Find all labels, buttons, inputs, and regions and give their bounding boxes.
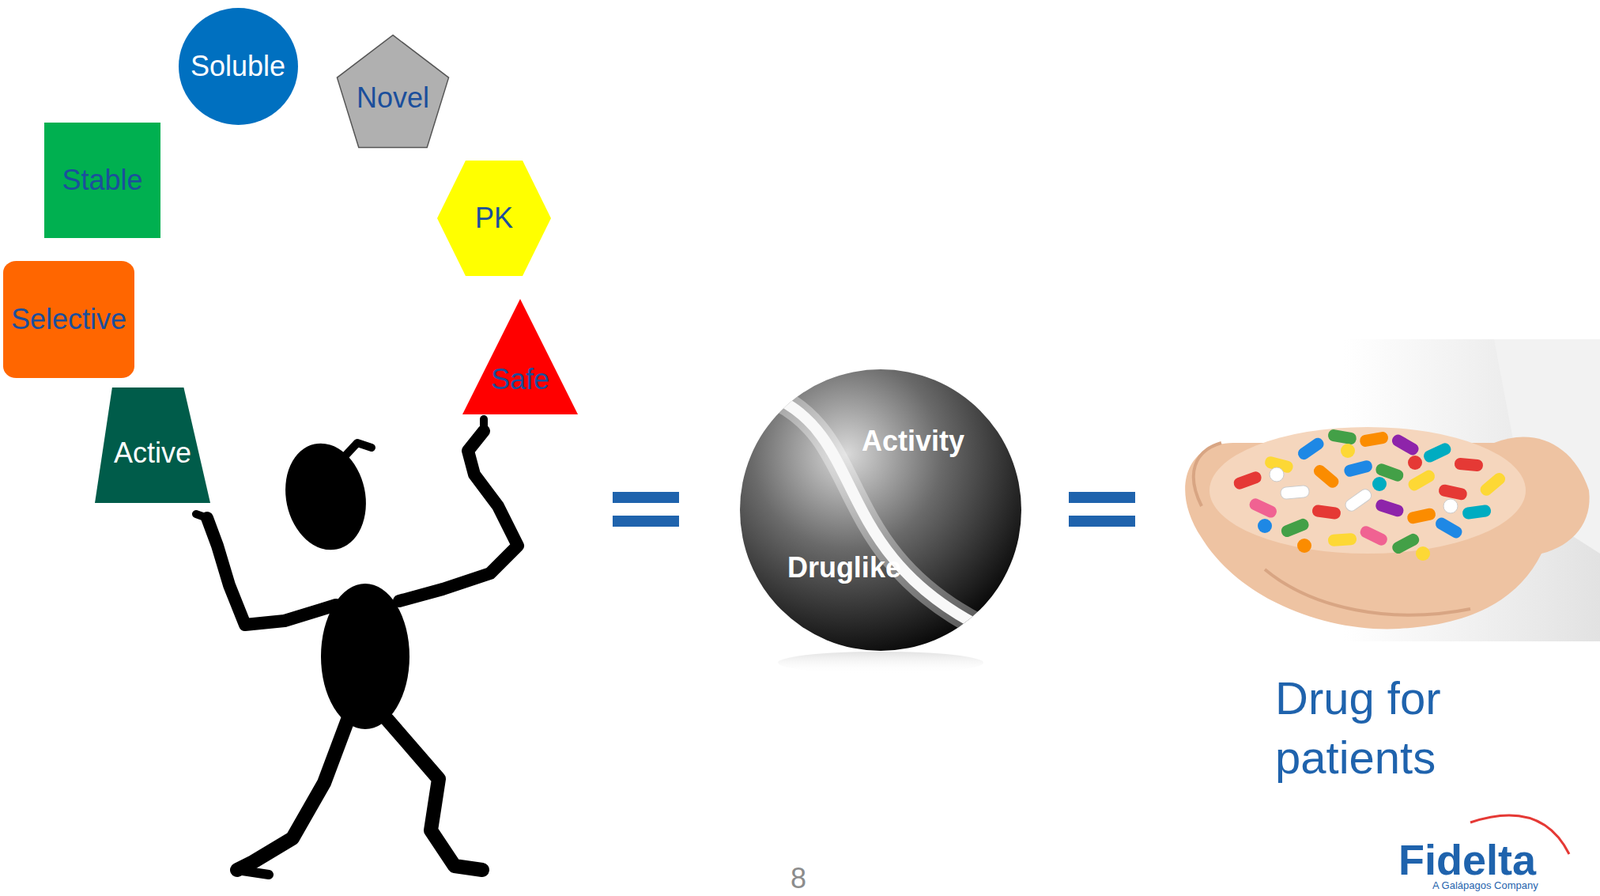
yin-yang-node: ActivityDruglike — [738, 367, 1023, 653]
property-rounded-box: Selective — [3, 260, 135, 378]
logo-text: Fidelta — [1398, 831, 1589, 887]
caption-text: Drug for patients — [1275, 667, 1529, 788]
node-text: Novel — [356, 81, 430, 114]
property-circle: Soluble — [178, 7, 299, 125]
pills-in-hands-photo — [1184, 339, 1600, 642]
juggler-figure — [196, 418, 518, 875]
node-text: Active — [113, 437, 192, 470]
property-triangle: Safe — [462, 298, 578, 415]
property-square: Stable — [44, 122, 161, 238]
node-text: Selective — [11, 302, 127, 336]
node-text: Druglike — [787, 550, 902, 584]
property-hexagon: PK — [437, 160, 551, 276]
node-text: Soluble — [190, 49, 286, 83]
yin-yang-sphere — [739, 369, 1022, 674]
node-text: Stable — [61, 163, 143, 197]
property-trapezoid: Active — [94, 387, 211, 503]
logo-tagline: A Galápagos Company — [1432, 879, 1591, 893]
node-outline — [462, 298, 578, 415]
property-pentagon: Novel — [335, 33, 450, 149]
node-text: Safe — [490, 362, 550, 396]
equals-sign — [1068, 491, 1136, 527]
node-text: PK — [475, 201, 514, 234]
page-number: 8 — [782, 860, 815, 896]
node-text: Activity — [861, 424, 965, 457]
equals-sign — [612, 491, 680, 527]
